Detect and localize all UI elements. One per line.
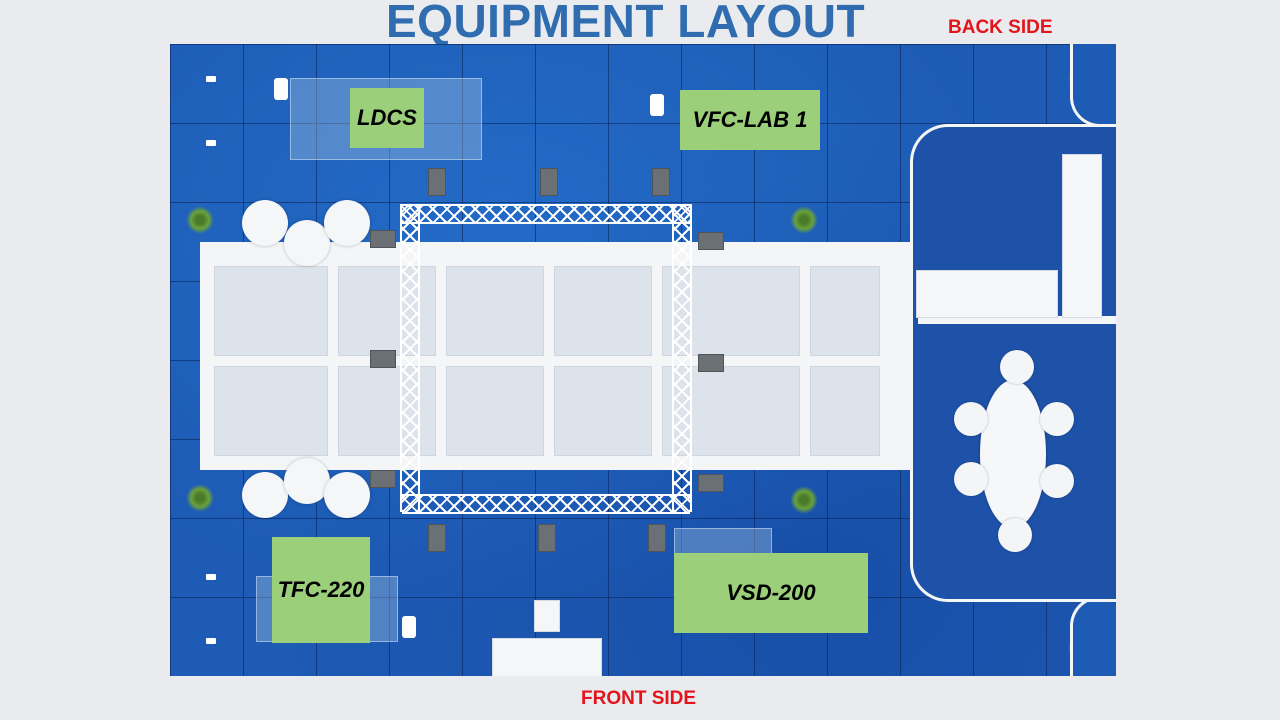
- truss-bottom: [402, 494, 690, 514]
- plant: [790, 486, 818, 514]
- truss-left: [400, 204, 420, 512]
- support-post: [428, 524, 446, 552]
- plant: [790, 206, 818, 234]
- lounge-chair: [284, 458, 330, 504]
- support-post: [428, 168, 446, 196]
- aisle-panel: [214, 366, 328, 456]
- meeting-table: [980, 380, 1046, 528]
- meeting-chair: [1040, 402, 1074, 436]
- front-side-label: FRONT SIDE: [581, 688, 697, 709]
- meeting-chair: [1040, 464, 1074, 498]
- support-post: [540, 168, 558, 196]
- stool: [402, 616, 416, 638]
- aisle-panel: [338, 366, 436, 456]
- counter-cube: [534, 600, 560, 632]
- support-post: [648, 524, 666, 552]
- stool: [274, 78, 288, 100]
- front-counter: [492, 638, 602, 676]
- equipment-label: TFC-220: [277, 577, 365, 602]
- aisle-panel: [554, 266, 652, 356]
- aisle-panel: [554, 366, 652, 456]
- equipment-label: VSD-200: [726, 580, 816, 605]
- support-post: [652, 168, 670, 196]
- room-divider: [918, 316, 1116, 324]
- support-post: [698, 232, 724, 250]
- wall-light: [206, 76, 216, 82]
- bar-counter: [916, 270, 1058, 318]
- equipment-vfc-lab-1: VFC-LAB 1: [680, 90, 820, 150]
- lounge-chair: [324, 472, 370, 518]
- wall-curve: [1070, 596, 1116, 676]
- support-post: [370, 470, 396, 488]
- truss-top: [402, 204, 690, 224]
- back-side-label: BACK SIDE: [948, 17, 1053, 38]
- lounge-chair: [242, 472, 288, 518]
- aisle-panel: [810, 266, 880, 356]
- equipment-ldcs: LDCS: [350, 88, 424, 148]
- support-post: [698, 474, 724, 492]
- equipment-label: LDCS: [357, 105, 417, 130]
- aisle-panel: [446, 366, 544, 456]
- lounge-chair: [284, 220, 330, 266]
- truss-right: [672, 204, 692, 512]
- wall-light: [206, 140, 216, 146]
- support-post: [370, 350, 396, 368]
- equipment-label: VFC-LAB 1: [692, 107, 808, 132]
- aisle-panel: [214, 266, 328, 356]
- equipment-tfc-220: TFC-220: [272, 537, 370, 643]
- support-post: [698, 354, 724, 372]
- meeting-chair: [954, 462, 988, 496]
- wall-light: [206, 638, 216, 644]
- plant: [186, 206, 214, 234]
- wall-light: [206, 574, 216, 580]
- lounge-chair: [324, 200, 370, 246]
- aisle-panel: [338, 266, 436, 356]
- equipment-vsd-200: VSD-200: [674, 553, 868, 633]
- meeting-chair: [998, 518, 1032, 552]
- meeting-chair: [1000, 350, 1034, 384]
- plant: [186, 484, 214, 512]
- meeting-chair: [954, 402, 988, 436]
- aisle-panel: [446, 266, 544, 356]
- stool: [650, 94, 664, 116]
- floor-plan: LDCS VFC-LAB 1 TFC-220 VSD-200: [170, 44, 1116, 676]
- page-title: EQUIPMENT LAYOUT: [386, 0, 866, 47]
- lounge-chair: [242, 200, 288, 246]
- storage-cabinet: [1062, 154, 1102, 318]
- wall-curve: [1070, 44, 1116, 127]
- aisle-panel: [810, 366, 880, 456]
- support-post: [370, 230, 396, 248]
- support-post: [538, 524, 556, 552]
